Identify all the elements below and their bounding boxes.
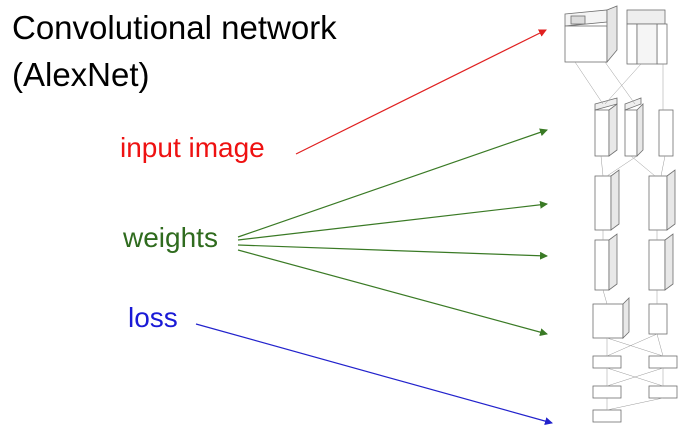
- alexnet-diagram: [564, 5, 678, 423]
- conv5-block: [592, 297, 668, 339]
- layer-connections: [574, 61, 666, 411]
- weights-arrow-1: [237, 128, 548, 238]
- loss-label: loss: [128, 302, 178, 333]
- weights-label: weights: [123, 222, 218, 253]
- weights-arrow-3: [237, 244, 548, 260]
- conv2-block: [594, 97, 674, 157]
- conv1-block: [626, 9, 668, 65]
- input-arrow: [295, 29, 547, 155]
- weights-arrow-4: [237, 249, 548, 337]
- slide-title-line-1: Convolutional network: [12, 9, 337, 46]
- input-image-label: input image: [120, 132, 265, 163]
- loss-arrow: [195, 323, 553, 425]
- conv3-block: [594, 169, 676, 231]
- conv4-block: [594, 233, 674, 291]
- dense-blocks: [592, 355, 678, 423]
- input-layer-block: [564, 5, 618, 64]
- slide-title-line-2: (AlexNet): [12, 56, 150, 93]
- slide-title: Convolutional network (AlexNet): [12, 4, 337, 98]
- weights-arrow-2: [237, 200, 548, 241]
